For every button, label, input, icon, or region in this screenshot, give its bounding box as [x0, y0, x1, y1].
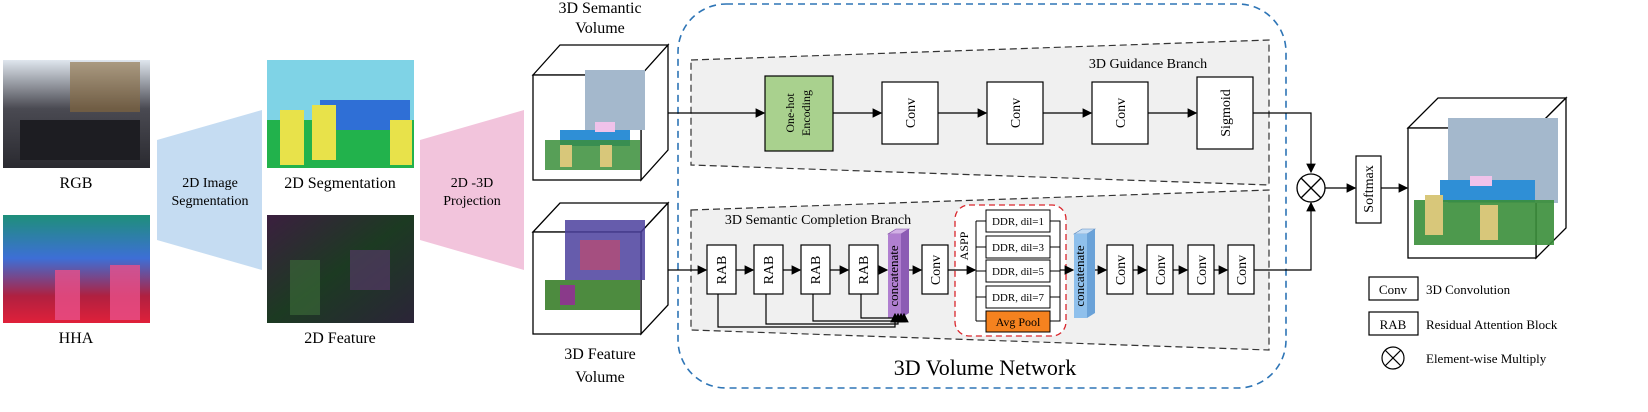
ddr-dil3-label: DDR, dil=3 [992, 242, 1045, 254]
conv-mid-block [921, 244, 949, 295]
completion-branch-title: 3D Semantic Completion Branch [725, 213, 911, 228]
ddr-dil5-label: DDR, dil=5 [992, 266, 1045, 278]
rab-block-4-label: RAB [857, 256, 872, 285]
conv-tail-2-label: Conv [1154, 255, 1169, 285]
semantic-volume-cube [531, 43, 670, 182]
rgb-label: RGB [60, 175, 93, 192]
hha-image [3, 215, 150, 323]
rab-block-1-label: RAB [715, 256, 730, 285]
feature-volume-line2: Volume [575, 369, 624, 386]
guidance-conv-1-label: Conv [904, 98, 919, 128]
proj-funnel-line1: 2D -3D [451, 176, 493, 191]
ddr-dil7-label: DDR, dil=7 [992, 292, 1045, 304]
legend-conv-key: Conv [1379, 282, 1408, 297]
volume-network-frame [677, 3, 1287, 389]
guidance-conv-2-label: Conv [1009, 98, 1024, 128]
legend-multiply-icon [1381, 346, 1405, 370]
legend-multiply-desc: Element-wise Multiply [1426, 351, 1547, 366]
onehot-line2: Encoding [799, 90, 813, 136]
proj-funnel-line2: Projection [443, 194, 501, 209]
legend-conv-key-box [1368, 276, 1419, 301]
guidance-branch-title: 3D Guidance Branch [1089, 57, 1207, 72]
conv-tail-4 [1227, 244, 1255, 295]
output-volume-cube [1406, 96, 1568, 260]
conv-tail-3-label: Conv [1195, 255, 1210, 285]
semantic-volume-line2: Volume [575, 20, 624, 37]
guidance-conv-3-label: Conv [1114, 98, 1129, 128]
avg-pool-label: Avg Pool [996, 315, 1041, 329]
ddr-dil1-label: DDR, dil=1 [992, 216, 1044, 228]
onehot-encoding-block [764, 75, 834, 152]
semantic-volume-line1: 3D Semantic [558, 0, 641, 17]
legend-conv-desc: 3D Convolution [1426, 282, 1511, 297]
segmentation-label: 2D Segmentation [284, 175, 396, 192]
network-title: 3D Volume Network [894, 355, 1077, 380]
seg-funnel-line1: 2D Image [182, 176, 238, 191]
multiply-operator [1296, 173, 1326, 203]
completion-arrows [668, 201, 1316, 328]
seg-funnel-line2: Segmentation [172, 194, 249, 209]
concat-blue-label: concatenate [1072, 245, 1087, 307]
feature-image [267, 215, 414, 323]
softmax-block [1355, 155, 1382, 224]
rab-block-3 [800, 244, 831, 295]
segmentation-funnel [157, 110, 262, 270]
concat-purple-block [886, 228, 911, 318]
legend-rab-key-box [1368, 311, 1419, 336]
guidance-arrows [668, 108, 1316, 174]
guidance-conv-3 [1091, 81, 1149, 145]
sigmoid-block [1196, 76, 1254, 150]
onehot-line1: One-hot [783, 93, 797, 133]
softmax-label: Softmax [1362, 165, 1377, 212]
projection-funnel [420, 110, 524, 270]
aspp-label: ASPP [957, 231, 971, 260]
rab-block-3-label: RAB [809, 256, 824, 285]
feature-volume-line1: 3D Feature [564, 346, 636, 363]
guidance-conv-1 [881, 81, 939, 145]
concat-blue-block [1072, 228, 1097, 318]
legend-rab-desc: Residual Attention Block [1426, 317, 1558, 332]
hha-label: HHA [59, 330, 94, 347]
conv-mid-label: Conv [929, 255, 944, 285]
sigmoid-label: Sigmoid [1219, 89, 1234, 136]
rab-block-2-label: RAB [762, 256, 777, 285]
concat-purple-label: concatenate [886, 245, 901, 307]
rgb-image [3, 60, 150, 168]
feature-label: 2D Feature [304, 330, 376, 347]
segmentation-image [267, 60, 414, 168]
conv-tail-4-label: Conv [1235, 255, 1250, 285]
feature-volume-cube [531, 201, 670, 336]
conv-tail-1-label: Conv [1114, 255, 1129, 285]
legend-rab-key: RAB [1380, 317, 1407, 332]
